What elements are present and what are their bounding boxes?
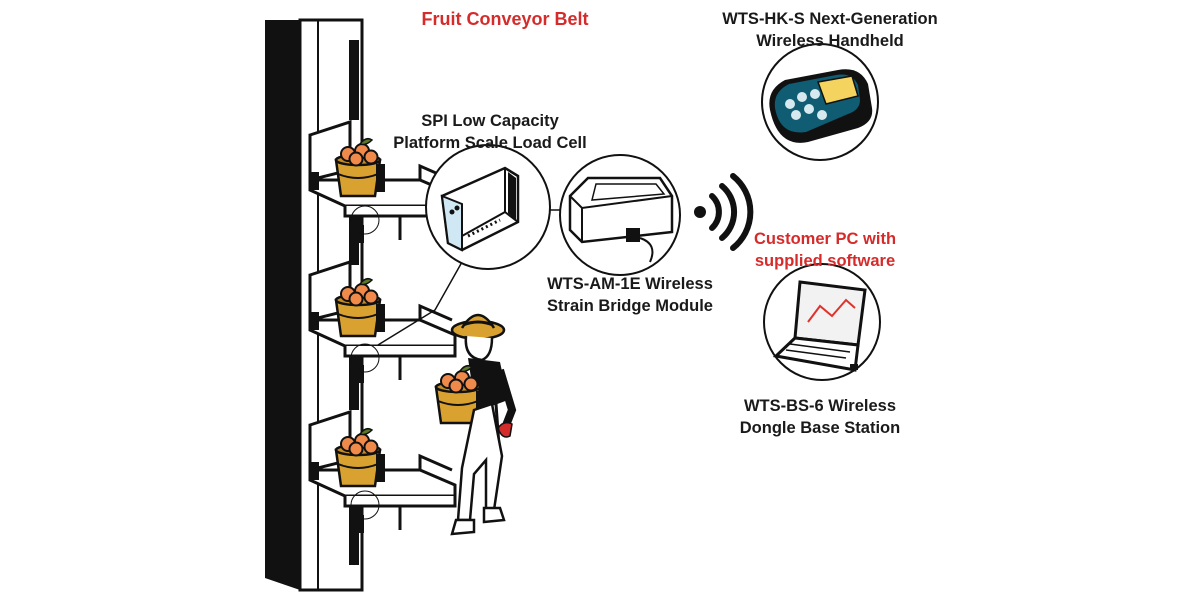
shelf-bottom [308, 410, 457, 535]
customer-pc-label: Customer PC with supplied software [730, 228, 920, 272]
diagram-title: Fruit Conveyor Belt [385, 8, 625, 30]
handheld-label-line1: WTS-HK-S Next-Generation [722, 10, 938, 28]
worker-figure [434, 313, 517, 536]
base-station-label: WTS-BS-6 Wireless Dongle Base Station [720, 395, 920, 439]
customer-pc-label-line2: supplied software [754, 252, 896, 270]
base-station-label-line1: WTS-BS-6 Wireless [743, 397, 897, 415]
strain-bridge-module-icon [559, 154, 681, 276]
wifi-signal-icon [694, 173, 754, 251]
strain-module-label: WTS-AM-1E Wireless Strain Bridge Module [520, 273, 740, 317]
strain-module-label-line2: Strain Bridge Module [547, 297, 713, 315]
load-cell-label-line2: Platform Scale Load Cell [393, 134, 587, 152]
diagram-title-text: Fruit Conveyor Belt [421, 9, 589, 29]
load-cell-label: SPI Low Capacity Platform Scale Load Cel… [375, 110, 605, 154]
shelf-middle [308, 260, 457, 385]
handheld-label-line2: Wireless Handheld [756, 32, 904, 50]
load-cell-label-line1: SPI Low Capacity [421, 112, 559, 130]
customer-pc-label-line1: Customer PC with [753, 230, 897, 248]
wireless-handheld-icon [761, 43, 879, 161]
load-cell-callout-line [377, 261, 463, 346]
laptop-base-station-icon [763, 263, 881, 381]
base-station-label-line2: Dongle Base Station [739, 419, 901, 437]
load-cell-icon [425, 144, 551, 270]
handheld-label: WTS-HK-S Next-Generation Wireless Handhe… [700, 8, 960, 52]
strain-module-label-line1: WTS-AM-1E Wireless [547, 275, 713, 293]
shelf-top [308, 120, 457, 245]
